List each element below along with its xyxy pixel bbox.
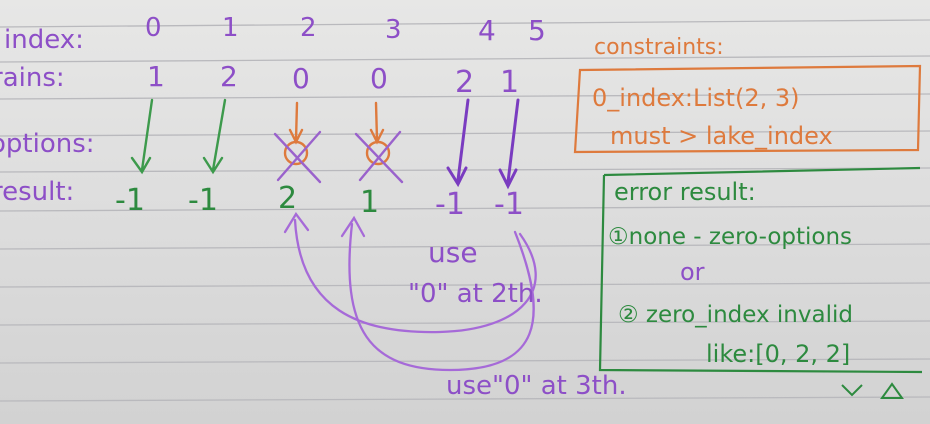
rains-1: 2 — [220, 60, 238, 93]
label-result: result: — [0, 177, 74, 207]
rains-3: 0 — [370, 62, 388, 95]
result-4: -1 — [435, 187, 465, 222]
constraints-box — [573, 64, 922, 154]
note-use-a-line2: "0" at 2th. — [408, 279, 543, 309]
crosses-purple — [273, 130, 404, 184]
note-use-b: use"0" at 3th. — [446, 371, 627, 401]
note-use-a-line1: use — [428, 236, 478, 269]
result-3: 1 — [360, 185, 379, 220]
error-or: or — [680, 258, 705, 286]
rains-5: 1 — [500, 65, 519, 100]
error-like: like:[0, 2, 2] — [706, 340, 850, 368]
index-2: 2 — [300, 13, 317, 43]
index-1: 1 — [222, 13, 239, 43]
constraints-line2: must > lake_index — [610, 122, 833, 150]
arrows-orange — [283, 101, 391, 166]
index-5: 5 — [528, 14, 546, 47]
label-options: options: — [0, 129, 95, 159]
arrows-green — [130, 98, 227, 175]
rains-4: 2 — [455, 65, 474, 100]
error-box — [598, 166, 923, 374]
result-2: 2 — [278, 181, 297, 216]
constraints-line1: 0_index:List(2, 3) — [592, 84, 800, 112]
error-markers — [841, 382, 904, 399]
arrows-purple — [446, 98, 520, 190]
result-1: -1 — [188, 183, 218, 218]
rains-0: 1 — [147, 60, 165, 93]
index-0: 0 — [145, 13, 162, 43]
error-item2: ② zero_index invalid — [618, 302, 853, 328]
index-4: 4 — [478, 14, 496, 47]
error-title: error result: — [614, 178, 756, 206]
label-rains: rains: — [0, 63, 65, 93]
error-item1: ①none - zero-options — [608, 224, 852, 250]
label-index: index: — [4, 25, 84, 55]
result-0: -1 — [115, 183, 145, 218]
rains-2: 0 — [292, 62, 310, 95]
constraints-title: constraints: — [594, 35, 724, 60]
loop-arrows — [283, 211, 537, 372]
index-3: 3 — [385, 15, 402, 45]
result-5: -1 — [494, 187, 524, 222]
